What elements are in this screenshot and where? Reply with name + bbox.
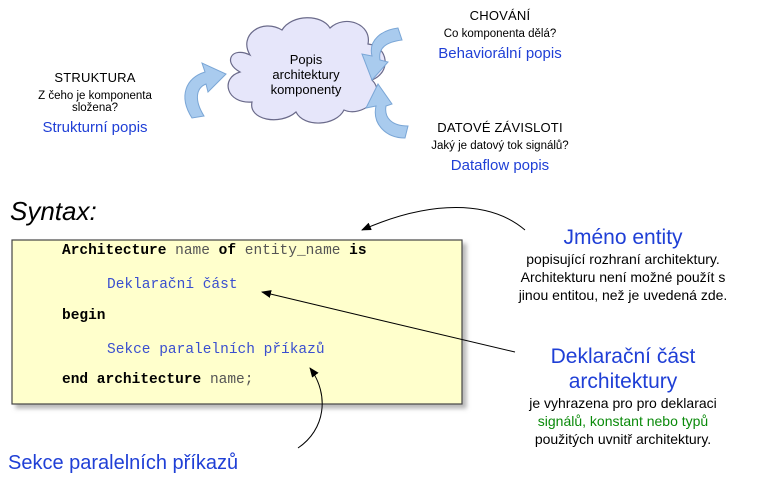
id-name-end: name; bbox=[209, 372, 254, 388]
decl-note-line-1: je vyhrazena pro pro deklaraci bbox=[529, 395, 717, 411]
struktura-block: STRUKTURA Z čeho je komponenta složena? … bbox=[10, 70, 180, 136]
decl-note-title-1: Deklarační část bbox=[550, 345, 696, 368]
sekce-label: Sekce paralelních příkazů bbox=[8, 452, 239, 474]
entity-pointer-arrow bbox=[361, 207, 526, 231]
struktura-question-2: složena? bbox=[71, 102, 119, 114]
code-line-2: Deklarační část bbox=[107, 277, 238, 293]
decl-note: Deklarační část architektury je vyhrazen… bbox=[478, 344, 768, 448]
datove-label: Dataflow popis bbox=[450, 157, 550, 174]
datove-question: Jaký je datový tok signálů? bbox=[431, 140, 569, 152]
cloud-line-2: architektury bbox=[272, 67, 340, 82]
chovani-arrow bbox=[361, 27, 403, 81]
cloud-line-1: Popis bbox=[289, 52, 323, 67]
code-line-1: Architecture name of entity_name is bbox=[62, 243, 367, 259]
entity-note-line-2: Architekturu není možné použít s bbox=[520, 269, 726, 285]
code-line-3: begin bbox=[62, 308, 106, 324]
chovani-label: Behaviorální popis bbox=[438, 45, 562, 62]
decl-note-title-2: architektury bbox=[568, 370, 678, 393]
entity-note-title: Jméno entity bbox=[563, 226, 683, 249]
chovani-question: Co komponenta dělá? bbox=[443, 28, 557, 40]
decl-note-line-3: použitých uvnitř architektury. bbox=[534, 431, 712, 447]
code-line-4: Sekce paralelních příkazů bbox=[107, 342, 325, 358]
struktura-arrow bbox=[184, 62, 227, 119]
cloud-line-3: komponenty bbox=[270, 82, 342, 97]
syntax-heading: Syntax: bbox=[10, 196, 97, 226]
datove-arrow bbox=[365, 83, 409, 139]
entity-note-line-3: jinou entitou, než je uvedená zde. bbox=[518, 287, 728, 303]
kw-of: of bbox=[218, 243, 237, 259]
struktura-question-1: Z čeho je komponenta bbox=[38, 90, 152, 102]
chovani-block: CHOVÁNÍ Co komponenta dělá? Behaviorální… bbox=[400, 8, 600, 62]
decl-note-line-2: signálů, konstant nebo typů bbox=[537, 413, 709, 429]
entity-note-line-1: popisující rozhraní architektury. bbox=[526, 251, 720, 267]
entity-note: Jméno entity popisující rozhraní archite… bbox=[478, 226, 768, 304]
sekce-pointer-arrow bbox=[297, 367, 323, 449]
struktura-label: Strukturní popis bbox=[42, 119, 148, 136]
kw-architecture: Architecture bbox=[62, 243, 167, 259]
id-entity-name: entity_name bbox=[244, 243, 341, 259]
chovani-title: CHOVÁNÍ bbox=[469, 8, 531, 23]
cloud-text: Popis architektury komponenty bbox=[246, 52, 366, 97]
decl-pointer-arrow bbox=[261, 290, 516, 353]
datove-title: DATOVÉ ZÁVISLOTI bbox=[437, 120, 563, 135]
kw-end-architecture: end architecture bbox=[62, 372, 202, 388]
id-name: name bbox=[175, 243, 210, 259]
code-line-5: end architecture name; bbox=[62, 372, 253, 388]
kw-is: is bbox=[349, 243, 367, 259]
datove-block: DATOVÉ ZÁVISLOTI Jaký je datový tok sign… bbox=[400, 120, 600, 174]
struktura-title: STRUKTURA bbox=[54, 70, 136, 85]
